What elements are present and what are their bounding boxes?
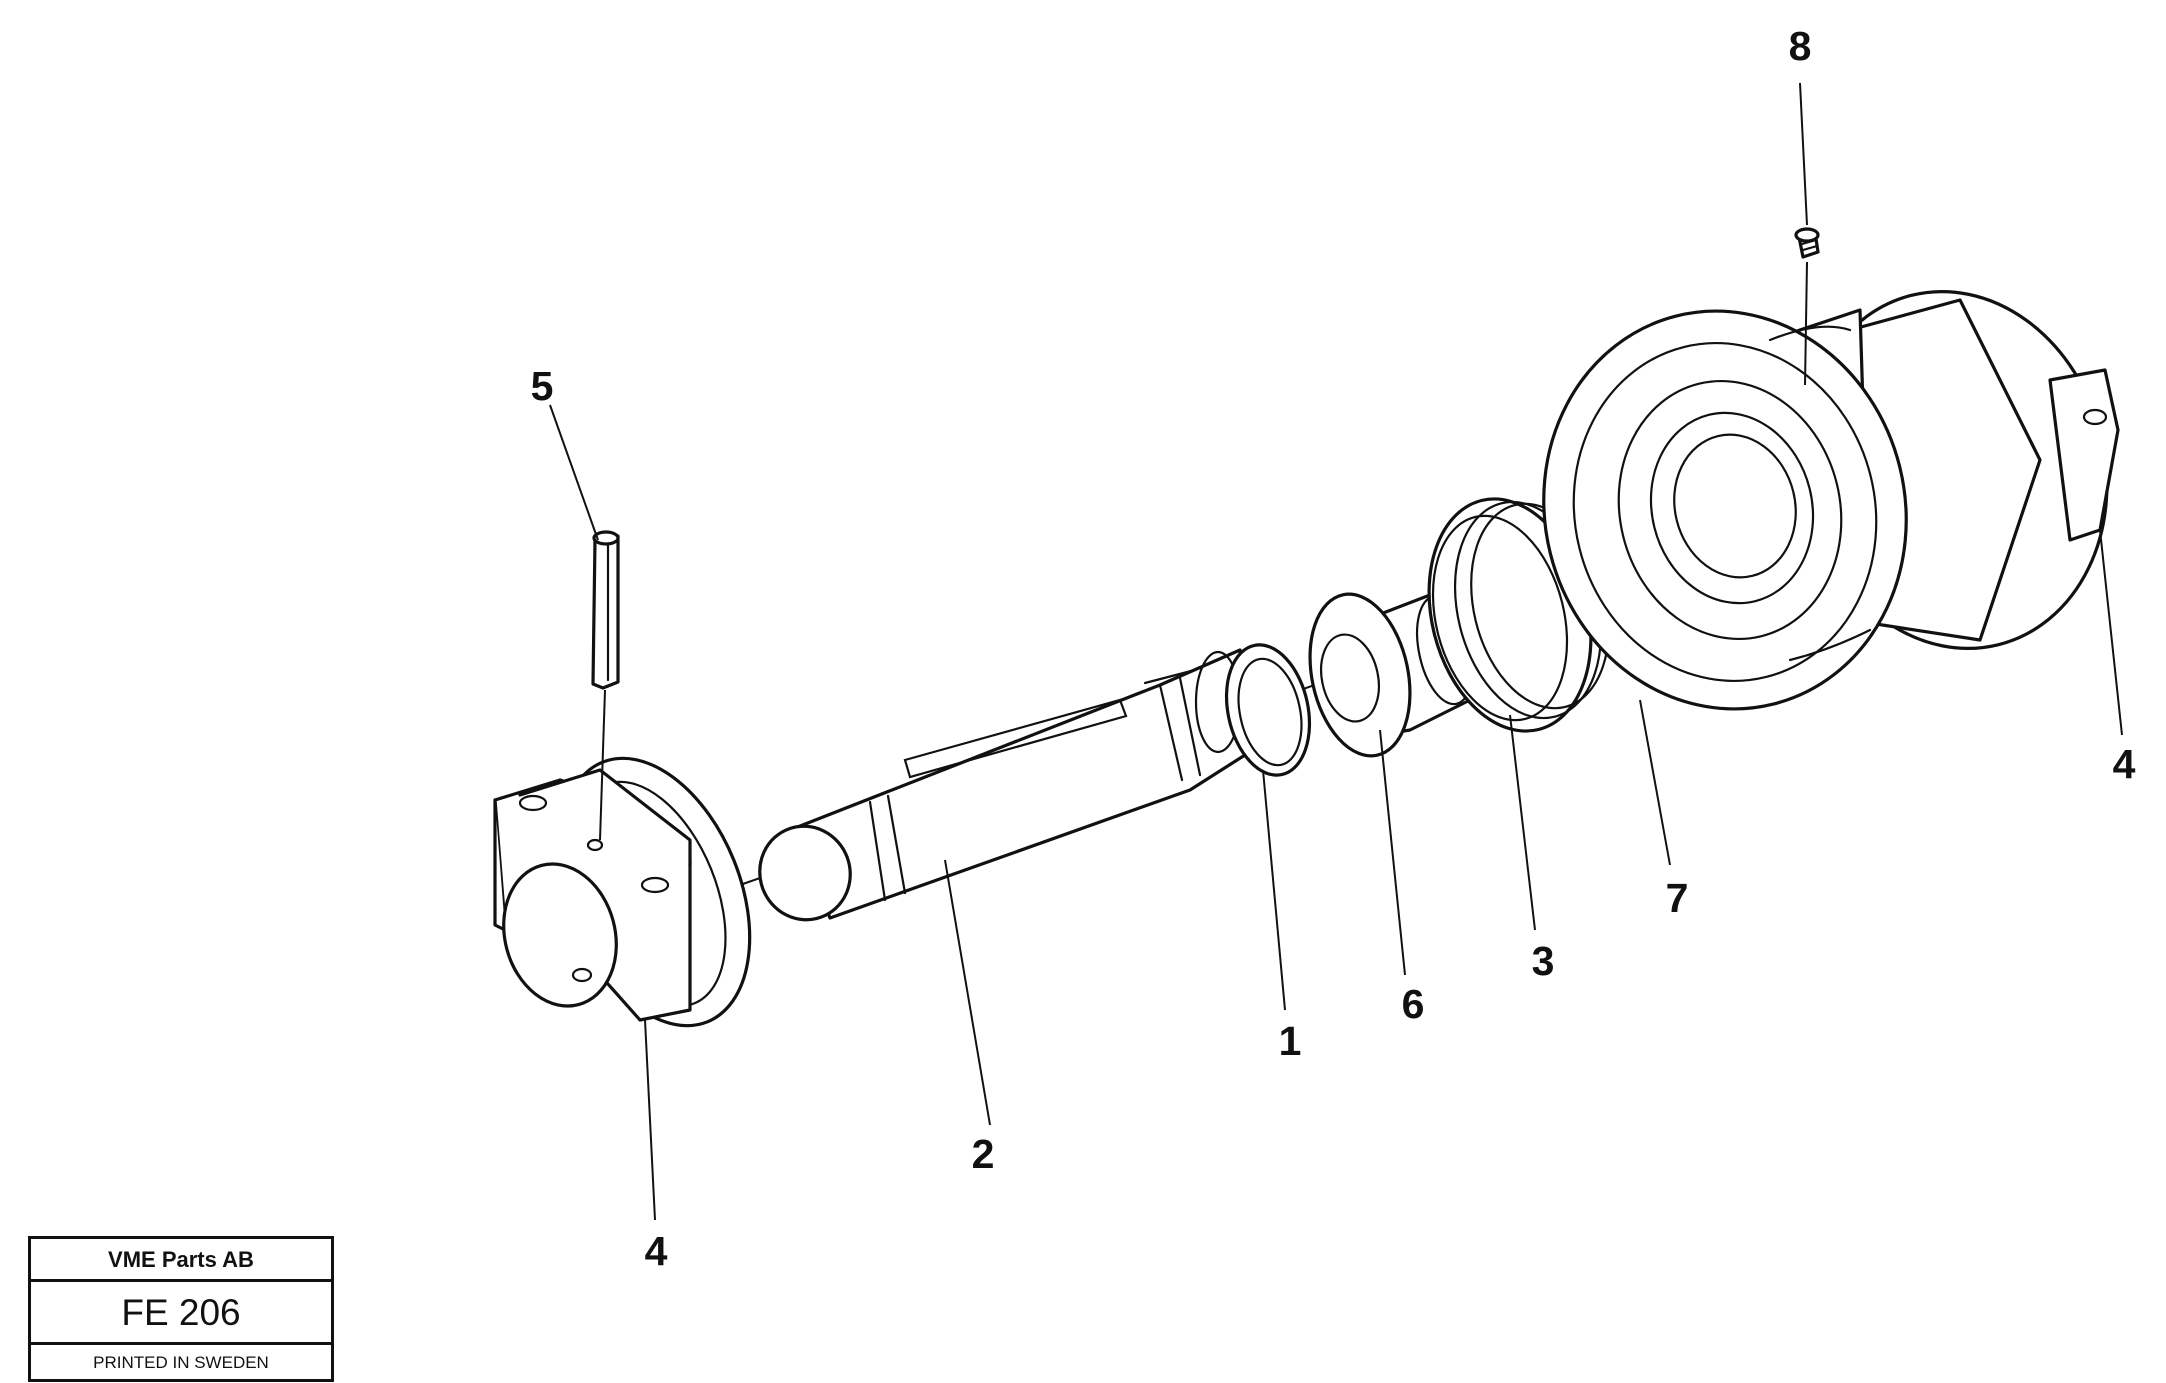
- callout-3: 3: [1532, 938, 1555, 984]
- callout-2: 2: [972, 1131, 995, 1177]
- leader-5: [549, 404, 599, 541]
- leader-7: [1639, 699, 1671, 866]
- leader-4-right: [2099, 529, 2123, 736]
- shaft-part: [758, 648, 1247, 922]
- company-name: VME Parts AB: [31, 1239, 331, 1282]
- leader-6: [1379, 729, 1406, 976]
- leader-4-left: [644, 1019, 656, 1221]
- leader-8: [1799, 82, 1808, 226]
- leader-1: [1262, 769, 1286, 1011]
- left-bracket-part: [493, 756, 752, 1028]
- o-ring-part: [1224, 643, 1312, 777]
- roll-pin-part: [591, 530, 620, 690]
- drawing-code: FE 206: [31, 1282, 331, 1345]
- leader-8b: [1804, 261, 1808, 386]
- callout-4-right: 4: [2113, 741, 2136, 787]
- printed-note: PRINTED IN SWEDEN: [93, 1353, 269, 1372]
- callout-1: 1: [1279, 1018, 1302, 1064]
- callout-4-left: 4: [645, 1228, 668, 1274]
- leader-5b: [599, 689, 606, 841]
- callout-5: 5: [531, 363, 554, 409]
- title-block: VME Parts AB FE 206 PRINTED IN SWEDEN: [28, 1236, 334, 1382]
- callout-8: 8: [1789, 23, 1812, 69]
- plug-screw-part: [1794, 227, 1820, 259]
- leader-2: [944, 859, 991, 1126]
- callout-6: 6: [1402, 981, 1425, 1027]
- leader-3: [1509, 714, 1536, 931]
- track-roller-part: [1542, 290, 2120, 711]
- callout-7: 7: [1666, 875, 1689, 921]
